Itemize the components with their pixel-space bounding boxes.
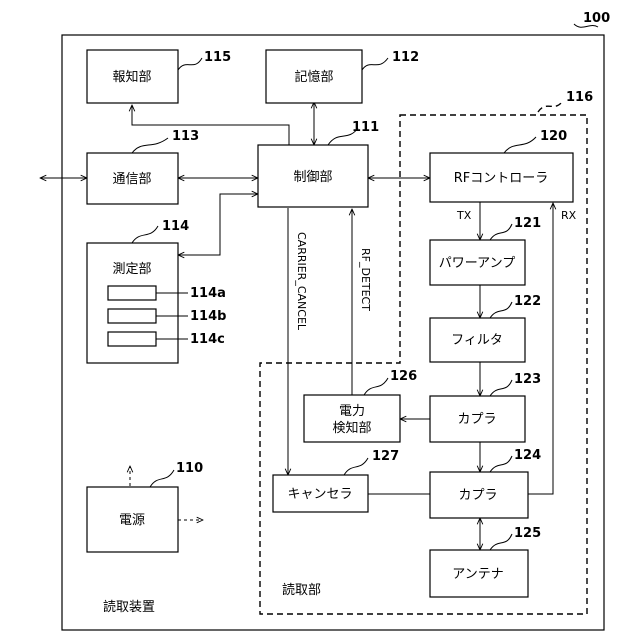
power-detector-label-1: 電力 xyxy=(339,404,365,419)
sub-unit-a-ref: 114a xyxy=(190,286,226,301)
device-ref: 100 xyxy=(583,11,610,26)
filter-label: フィルタ xyxy=(451,333,503,348)
power-supply-label: 電源 xyxy=(119,513,145,528)
power-detector-block: 電力 検知部 xyxy=(304,395,400,442)
storage-block: 記憶部 xyxy=(266,50,362,103)
control-ref: 111 xyxy=(352,120,379,135)
canceller-block: キャンセラ xyxy=(273,475,368,512)
filter-ref: 122 xyxy=(514,294,541,309)
communication-ref: 113 xyxy=(172,129,199,144)
antenna-label: アンテナ xyxy=(452,567,503,582)
canceller-ref: 127 xyxy=(372,449,399,464)
storage-ref: 112 xyxy=(392,50,419,65)
power-amp-block: パワーアンプ xyxy=(430,240,525,285)
measurement-ref: 114 xyxy=(162,219,189,234)
coupler-123-ref: 123 xyxy=(514,372,541,387)
power-detector-ref: 126 xyxy=(390,369,417,384)
measurement-block: 測定部 xyxy=(87,243,178,363)
power-amp-ref: 121 xyxy=(514,216,541,231)
rf-controller-label: RFコントローラ xyxy=(454,171,549,186)
notification-label: 報知部 xyxy=(112,69,151,85)
antenna-block: アンテナ xyxy=(430,550,528,597)
power-supply-ref: 110 xyxy=(176,461,203,476)
sub-unit-c-ref: 114c xyxy=(190,332,225,347)
coupler-124-label: カプラ xyxy=(458,488,497,503)
carrier-cancel-label: CARRIER_CANCEL xyxy=(295,232,308,331)
control-label: 制御部 xyxy=(293,170,332,185)
power-amp-label: パワーアンプ xyxy=(439,256,516,271)
communication-block: 通信部 xyxy=(87,153,178,204)
rx-label: RX xyxy=(561,209,577,222)
communication-label: 通信部 xyxy=(112,172,151,187)
sub-unit-b xyxy=(108,309,156,323)
storage-label: 記憶部 xyxy=(294,69,333,85)
device-label: 読取装置 xyxy=(103,599,155,615)
coupler-124-block: カプラ xyxy=(430,472,528,518)
control-block: 制御部 xyxy=(258,145,368,207)
sub-unit-a xyxy=(108,286,156,300)
antenna-ref: 125 xyxy=(514,526,541,541)
power-detector-label-2: 検知部 xyxy=(332,420,371,436)
rf-controller-ref: 120 xyxy=(540,129,567,144)
tx-label: TX xyxy=(456,209,472,222)
rf-controller-block: RFコントローラ xyxy=(430,153,573,202)
rf-detect-label: RF_DETECT xyxy=(359,248,372,311)
filter-block: フィルタ xyxy=(430,318,525,362)
measurement-label: 測定部 xyxy=(112,262,151,277)
notification-block: 報知部 xyxy=(87,50,178,103)
sub-unit-b-ref: 114b xyxy=(190,309,226,324)
canceller-label: キャンセラ xyxy=(287,487,352,502)
reader-label: 読取部 xyxy=(282,582,321,598)
power-supply-block: 電源 xyxy=(87,487,178,552)
reader-ref: 116 xyxy=(566,90,593,105)
coupler-123-block: カプラ xyxy=(430,396,525,442)
sub-unit-c xyxy=(108,332,156,346)
coupler-124-ref: 124 xyxy=(514,448,541,463)
coupler-123-label: カプラ xyxy=(457,412,496,427)
notification-ref: 115 xyxy=(204,50,231,65)
